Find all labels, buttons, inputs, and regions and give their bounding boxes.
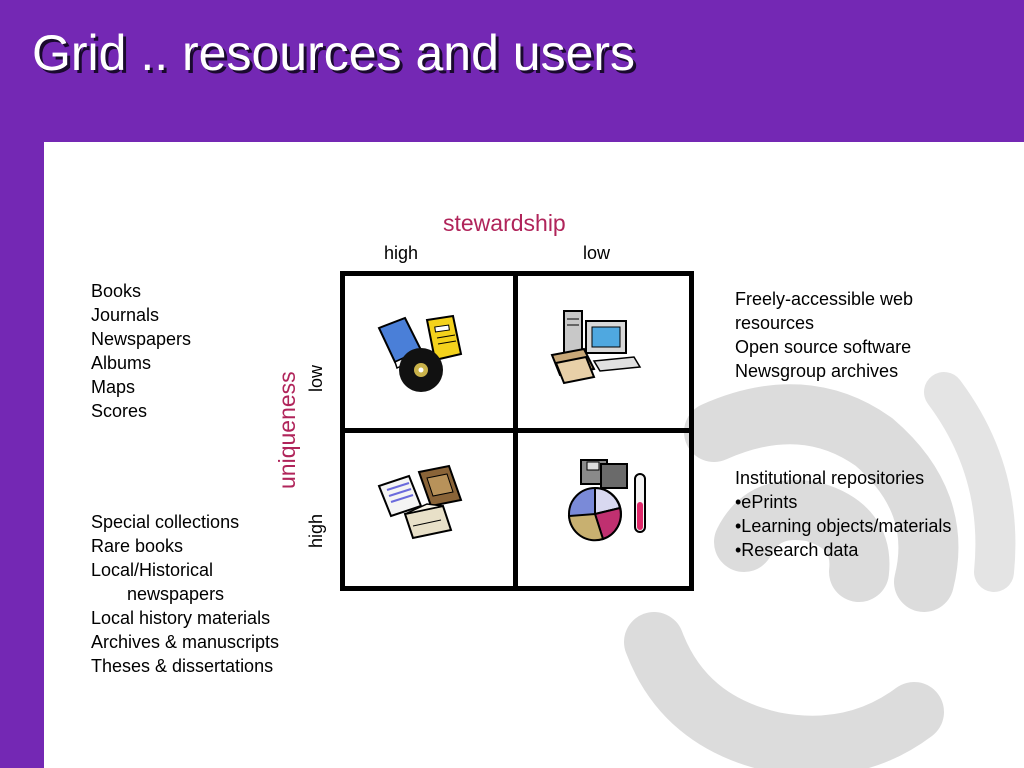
list-item: Scores	[91, 401, 148, 421]
list-item: •Learning objects/materials	[735, 516, 952, 536]
quadrant-grid	[340, 271, 694, 591]
list-item: Theses & dissertations	[91, 656, 274, 676]
list-item: Local/Historical	[91, 560, 214, 580]
list-item: Newspapers	[91, 329, 192, 349]
list-item: Freely-accessible web	[735, 289, 914, 309]
list-item: Special collections	[91, 512, 240, 532]
list-item: Archives & manuscripts	[91, 632, 280, 652]
list-item: •ePrints	[735, 492, 798, 512]
list-item: Rare books	[91, 536, 184, 556]
list-item: Institutional repositories	[735, 468, 925, 488]
swirl-watermark-icon	[624, 372, 1016, 768]
list-item: Newsgroup archives	[735, 361, 899, 381]
grid-divider-horizontal	[345, 428, 689, 433]
list-item: Journals	[91, 305, 160, 325]
bottom-right-resource-list: Institutional repositories •ePrints •Lea…	[735, 466, 951, 562]
list-item: resources	[735, 313, 815, 333]
documents-archive-clipart-icon	[377, 464, 463, 540]
x-tick-low: low	[583, 243, 611, 263]
top-left-resource-list: Books Journals Newspapers Albums Maps Sc…	[91, 279, 191, 423]
content-panel: stewardship high low uniqueness low high	[44, 142, 1024, 768]
y-tick-low: low	[306, 364, 326, 392]
list-item: •Research data	[735, 540, 859, 560]
list-item: newspapers	[127, 584, 225, 604]
list-item: Books	[91, 281, 142, 301]
bottom-left-resource-list: Special collections Rare books Local/His…	[91, 510, 279, 678]
list-item: Maps	[91, 377, 136, 397]
list-item: Local history materials	[91, 608, 271, 628]
slide-title: Grid .. resources and users	[32, 25, 636, 81]
list-item: Albums	[91, 353, 152, 373]
computer-papers-clipart-icon	[550, 310, 642, 385]
list-item: Open source software	[735, 337, 912, 357]
y-axis-title: uniqueness	[274, 371, 300, 489]
top-right-resource-list: Freely-accessible web resources Open sou…	[735, 287, 913, 383]
disks-piechart-testtube-clipart-icon	[567, 459, 646, 542]
x-tick-high: high	[384, 243, 419, 263]
books-cd-clipart-icon	[377, 314, 463, 392]
y-tick-high: high	[306, 513, 326, 548]
x-axis-title: stewardship	[443, 210, 566, 236]
